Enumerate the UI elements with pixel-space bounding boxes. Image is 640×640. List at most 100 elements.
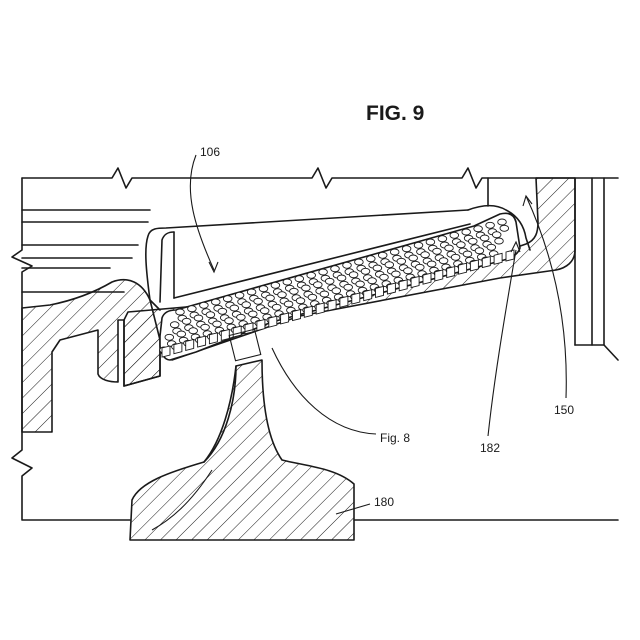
pin-fin-tooth [281,313,289,324]
pin-fin [404,268,413,274]
arrow-150 [523,196,532,206]
pin-fin [474,226,483,232]
pin-fin-tooth [459,263,467,274]
pin-fin-tooth [506,250,514,261]
pin-fin [242,302,251,308]
pin-fin [356,281,365,287]
pin-fin [349,272,358,278]
pin-fin-tooth [494,253,502,264]
pin-fin [200,302,209,308]
pin-fin [469,238,478,244]
pin-fin [427,261,436,267]
pin-fin [272,304,281,310]
pin-fin [498,219,507,225]
pin-fin [295,276,304,282]
pin-fin [237,314,246,320]
pin-fin [438,236,447,242]
pin-fin-tooth [447,267,455,278]
pin-fin-tooth [364,290,372,301]
pin-fin [368,278,377,284]
pin-fin-tooth [198,336,206,347]
pin-fin [182,318,191,324]
pin-fin [409,255,418,261]
pin-fin [500,225,509,231]
pin-fin [445,245,454,251]
pin-fin [462,229,471,235]
pedestal-stem-hatched [130,360,354,540]
pin-fin-tooth [411,277,419,288]
pin-fin [373,265,382,271]
pin-fin [319,269,328,275]
pin-fin-tooth [435,270,443,281]
pin-fin [495,238,504,244]
pin-fin [218,308,227,314]
detail-ref-label: Fig. 8 [380,431,410,445]
pin-fin-tooth [482,257,490,268]
pin-fin-tooth [376,286,384,297]
pin-fin [296,298,305,304]
pin-fin [402,246,411,252]
pin-fin [378,252,387,258]
pin-fin [414,242,423,248]
pin-fin [188,306,197,312]
pin-fin [254,298,263,304]
pin-fin [331,266,340,272]
pin-fin-tooth [209,333,217,344]
pin-fin [176,309,185,315]
pin-fin-tooth [162,346,170,357]
pin-fin [475,248,484,254]
left-boss-hatched [22,280,160,432]
pin-fin [426,239,435,245]
ref-180-label: 180 [374,495,394,509]
figure-title: FIG. 9 [366,102,424,125]
pin-fin [284,301,293,307]
pin-fin [355,259,364,265]
pin-fin-tooth [387,283,395,294]
pin-fin [278,292,287,298]
pin-fin [212,299,221,305]
pin-fin [177,331,186,337]
pin-fin [337,275,346,281]
pin-fin-tooth [399,280,407,291]
pin-fin [283,279,292,285]
pin-fin [361,268,370,274]
pin-fin [271,282,280,288]
pin-fin [259,286,268,292]
pin-fin [487,244,496,250]
pin-fin [480,235,489,241]
pin-fin-tooth [269,316,277,327]
pin-fin [343,262,352,268]
pin-fin [332,288,341,294]
arrow-106 [209,262,218,272]
pin-fin [492,232,501,238]
pin-fin [463,251,472,257]
pin-fin [325,278,334,284]
pin-fin [302,285,311,291]
pin-fin [439,258,448,264]
pin-fin-tooth [174,343,182,354]
pin-fin [165,334,174,340]
pin-fin [249,311,258,317]
pin-fin-tooth [245,323,253,334]
pin-fin [170,322,179,328]
pin-fin-tooth [221,329,229,340]
ref-182-label: 182 [480,441,500,455]
pin-fin [451,254,460,260]
pin-fin-tooth [328,300,336,311]
pin-fin-tooth [423,273,431,284]
pin-fin-tooth [470,260,478,271]
pin-fin [230,305,239,311]
pin-fin [189,328,198,334]
pin-fin [390,249,399,255]
pin-fin [486,222,495,228]
pin-fin [392,271,401,277]
ref-106-label: 106 [200,145,220,159]
pin-fin-tooth [352,293,360,304]
pin-fin [308,294,317,300]
pin-fin [344,284,353,290]
pin-fin [367,256,376,262]
pin-fin [260,308,269,314]
upper-wall-layers [22,210,150,292]
